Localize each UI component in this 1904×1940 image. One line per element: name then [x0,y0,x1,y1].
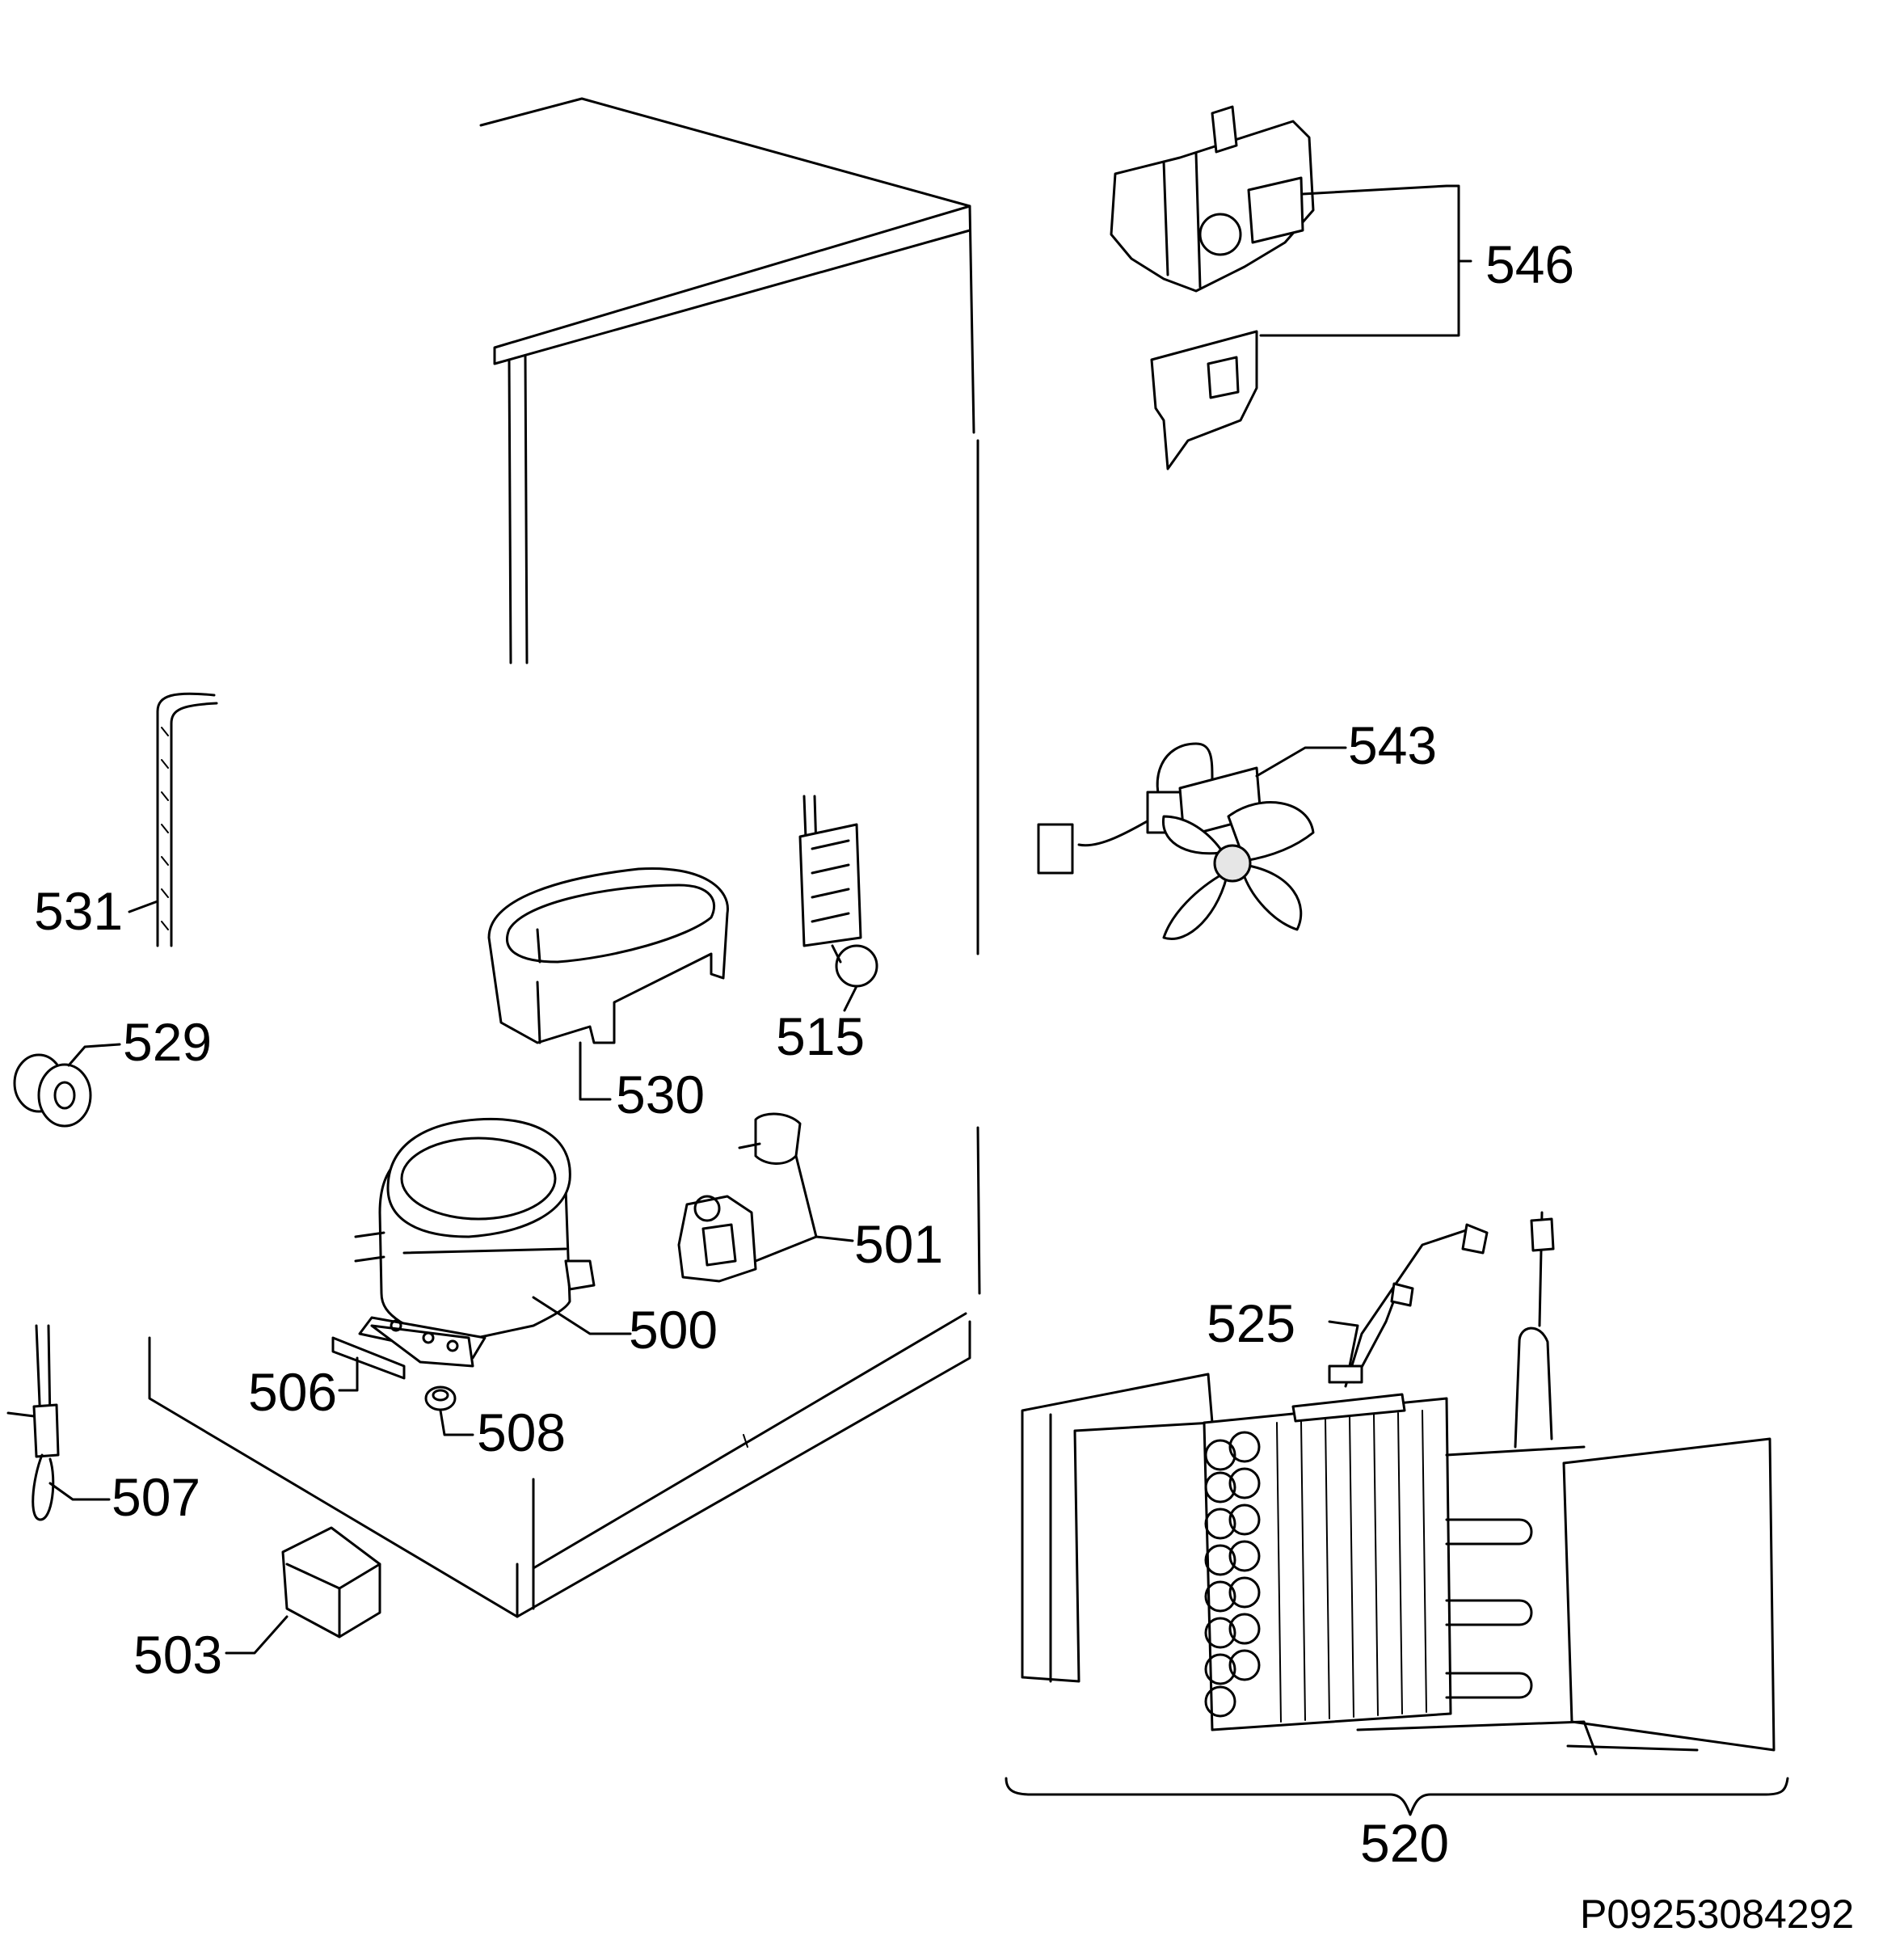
part-501-starting-relay[interactable] [677,1112,802,1283]
part-546-damper-assembly[interactable] [1110,105,1315,470]
drawing-number: P09253084292 [1580,1892,1854,1937]
label-508: 508 [477,1402,566,1462]
label-506: 506 [248,1362,337,1422]
label-507: 507 [112,1467,200,1527]
label-515: 515 [776,1006,865,1066]
label-503: 503 [133,1625,222,1685]
cabinet-outline [148,97,981,1618]
part-500-compressor[interactable] [354,1117,596,1368]
label-501: 501 [854,1214,943,1274]
label-546: 546 [1485,234,1574,294]
part-525-wiring-harness[interactable] [1291,1223,1489,1423]
part-520-evaporator[interactable] [1021,1211,1776,1756]
leader-lines [48,184,1789,1816]
label-543: 543 [1348,715,1437,775]
label-529: 529 [123,1012,212,1072]
evaporator-coil-ends [1204,1431,1261,1718]
part-529-grommet[interactable] [13,1053,92,1128]
part-506-mounting-plate[interactable] [331,1336,406,1380]
label-531: 531 [34,881,123,941]
part-515-defrost-heater[interactable] [798,795,878,988]
part-530-drip-tray[interactable] [487,867,729,1044]
label-530: 530 [616,1065,705,1124]
part-531-drain-tube[interactable] [156,692,218,947]
part-508-fixing-nut[interactable] [424,1385,457,1411]
label-500: 500 [629,1300,718,1360]
callout-labels: 546 543 531 529 515 530 501 500 525 506 … [34,234,1574,1873]
part-503-cover-box[interactable] [281,1526,381,1638]
part-507-sensor-probe[interactable] [6,1324,60,1521]
label-525: 525 [1207,1293,1295,1353]
label-520: 520 [1360,1813,1449,1873]
part-543-fan-motor[interactable] [1037,742,1315,940]
